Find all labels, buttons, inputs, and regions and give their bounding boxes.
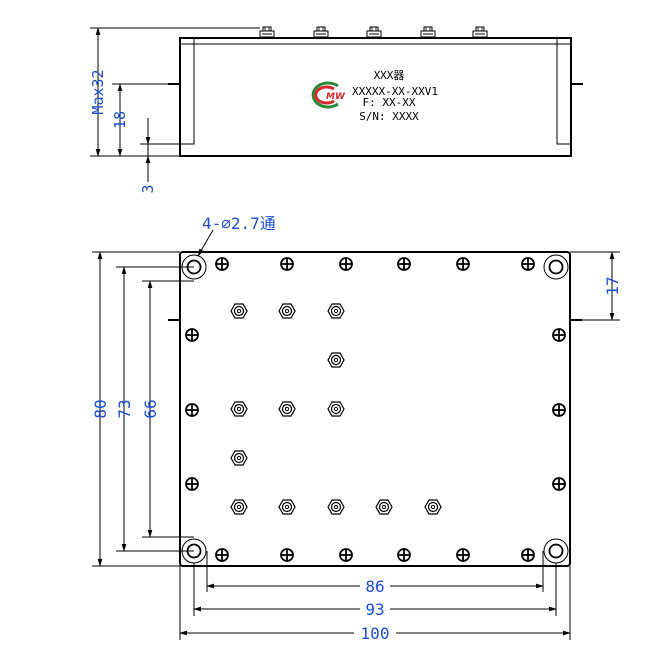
connector-port-icon <box>278 499 296 515</box>
screw-head-icon <box>185 477 199 491</box>
side-connector <box>472 26 488 38</box>
logo-text: MW <box>326 92 346 102</box>
dim-connector-height: 18 <box>111 111 129 129</box>
screw-head-icon <box>215 257 229 271</box>
dim-height-mid: 73 <box>115 399 134 418</box>
screw-head-icon <box>552 403 566 417</box>
screw-head-icon <box>456 548 470 562</box>
top-body <box>179 251 571 567</box>
hole-note: 4-⌀2.7通 <box>202 214 276 233</box>
side-connector <box>420 26 436 38</box>
side-flange-right <box>556 37 572 145</box>
connector-port-icon <box>278 401 296 417</box>
connector-port-icon <box>327 401 345 417</box>
screw-head-icon <box>280 257 294 271</box>
mounting-hole-icon <box>548 543 564 559</box>
screw-head-icon <box>552 477 566 491</box>
screw-head-icon <box>280 548 294 562</box>
dim-base-offset: 3 <box>139 184 157 193</box>
screw-head-icon <box>185 403 199 417</box>
connector-port-icon <box>375 499 393 515</box>
connector-port-icon <box>230 303 248 319</box>
side-connector <box>259 26 275 38</box>
screw-head-icon <box>339 257 353 271</box>
screw-head-icon <box>215 548 229 562</box>
connector-port-icon <box>327 499 345 515</box>
dim-width-outer: 100 <box>361 624 390 643</box>
screw-head-icon <box>521 548 535 562</box>
label-line-4: S/N: XXXX <box>359 110 419 123</box>
dim-height-outer: 80 <box>91 399 110 418</box>
connector-port-icon <box>230 401 248 417</box>
connector-port-icon <box>424 499 442 515</box>
label-line-1: XXX器 <box>374 69 405 82</box>
side-flange-left <box>179 37 195 145</box>
screw-head-icon <box>339 548 353 562</box>
dim-max-height: Max32 <box>89 69 107 114</box>
mounting-hole-icon <box>548 259 564 275</box>
screw-head-icon <box>521 257 535 271</box>
side-connector <box>366 26 382 38</box>
screw-head-icon <box>552 328 566 342</box>
screw-head-icon <box>185 328 199 342</box>
label-line-2: XXXXX-XX-XXV1 <box>352 85 438 98</box>
screw-head-icon <box>397 257 411 271</box>
brand-logo: MW <box>311 81 346 109</box>
connector-port-icon <box>230 499 248 515</box>
connector-port-icon <box>230 450 248 466</box>
side-connector <box>313 26 329 38</box>
connector-port-icon <box>327 303 345 319</box>
connector-port-icon <box>278 303 296 319</box>
dim-width-mid: 93 <box>365 600 384 619</box>
screw-head-icon <box>397 548 411 562</box>
side-view: MW XXX器 XXXXX-XX-XXV1 F: XX-XX S/N: XXXX… <box>89 26 583 194</box>
label-line-3: F: XX-XX <box>363 96 416 109</box>
screw-head-icon <box>456 257 470 271</box>
connector-port-icon <box>327 352 345 368</box>
dim-right-offset: 17 <box>603 276 622 295</box>
dim-width-inner: 86 <box>365 577 384 596</box>
dim-height-inner: 66 <box>141 399 160 418</box>
top-view: 4-⌀2.7通 80 73 66 17 86 <box>91 214 622 643</box>
